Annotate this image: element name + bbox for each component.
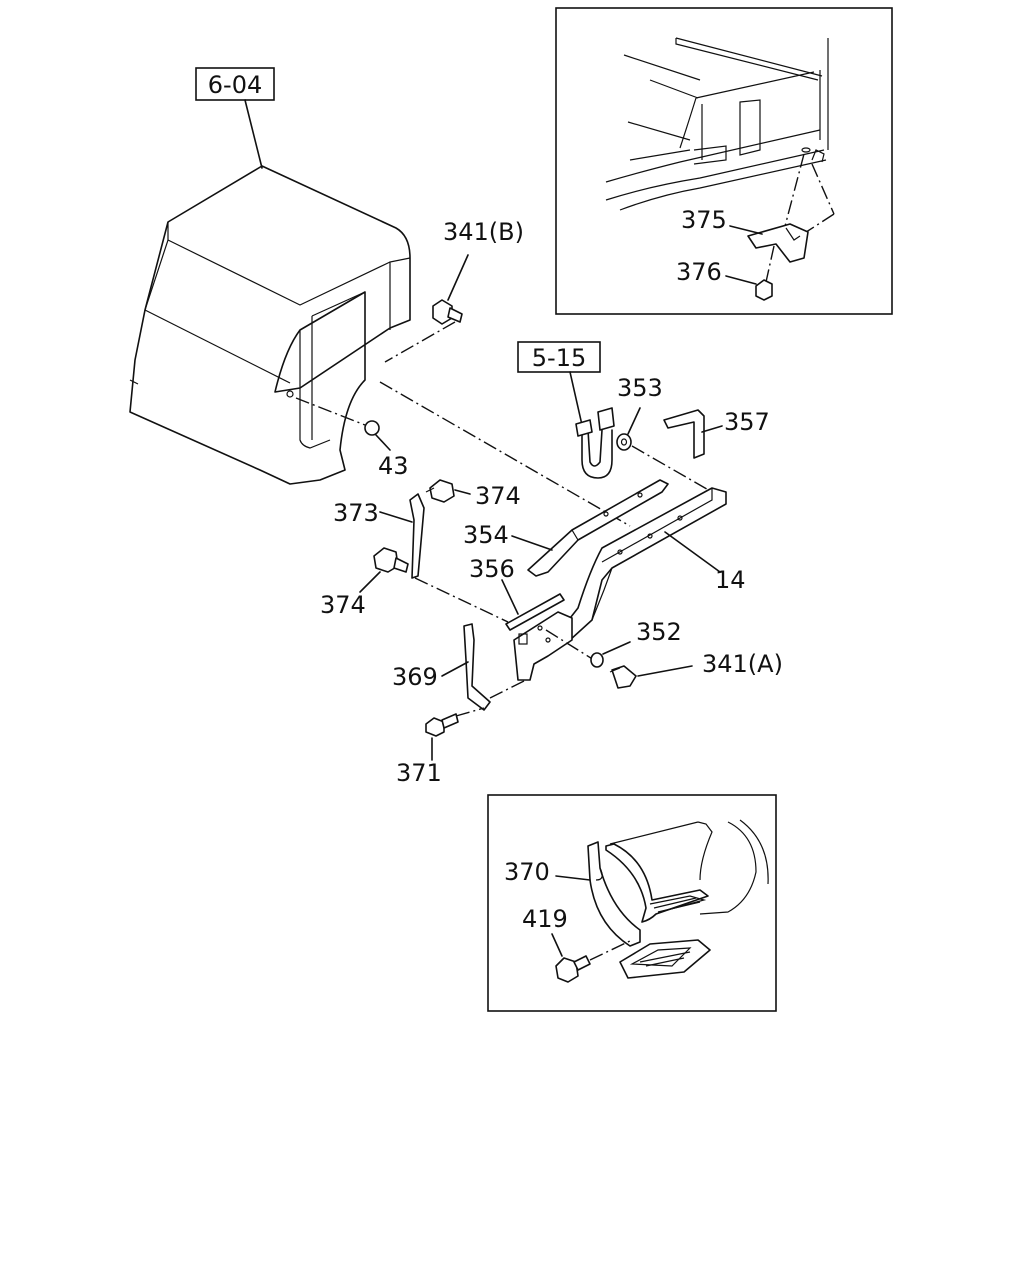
- label-375: 375: [681, 206, 727, 234]
- inset-bottom-panel: 370 419: [487, 794, 777, 1012]
- washer-353: 353: [616, 374, 713, 493]
- bolt-374-left: 374: [320, 547, 409, 619]
- label-354: 354: [463, 521, 509, 549]
- washer-352: 352: [590, 618, 682, 668]
- cab-body: [129, 165, 411, 485]
- bolt-374-top: 374: [425, 479, 521, 510]
- ref-harness-label: 5-15: [532, 344, 586, 372]
- label-419: 419: [522, 905, 568, 933]
- plate-354: 354: [463, 479, 669, 577]
- inset-top-panel: 375 376: [555, 7, 893, 315]
- label-353: 353: [617, 374, 663, 402]
- label-357: 357: [724, 408, 770, 436]
- rod-356: 356: [469, 555, 565, 631]
- ref-box-cab: 6-04: [195, 67, 275, 169]
- label-374-left: 374: [320, 591, 366, 619]
- harness-clip: [575, 407, 615, 479]
- label-341a: 341(A): [702, 650, 783, 678]
- step-bracket-14: 14: [379, 381, 746, 641]
- label-341b: 341(B): [443, 218, 524, 246]
- bracket-369: 369: [392, 623, 527, 711]
- bolt-341b: 341(B): [384, 218, 524, 363]
- label-371: 371: [396, 759, 442, 787]
- label-43: 43: [378, 452, 409, 480]
- bolt-371: 371: [396, 707, 485, 787]
- ref-cab-label: 6-04: [208, 71, 262, 99]
- label-14: 14: [715, 566, 746, 594]
- bolt-341a: 341(A): [609, 650, 783, 689]
- label-376: 376: [676, 258, 722, 286]
- label-352: 352: [636, 618, 682, 646]
- label-356: 356: [469, 555, 515, 583]
- label-374-top: 374: [475, 482, 521, 510]
- step-lower-plate: [513, 611, 595, 681]
- label-369: 369: [392, 663, 438, 691]
- label-370: 370: [504, 858, 550, 886]
- grommet-43: 43: [295, 397, 409, 480]
- bracket-373: 373: [333, 493, 509, 623]
- label-373: 373: [333, 499, 379, 527]
- ref-box-harness: 5-15: [517, 341, 601, 426]
- clip-357: 357: [663, 408, 770, 459]
